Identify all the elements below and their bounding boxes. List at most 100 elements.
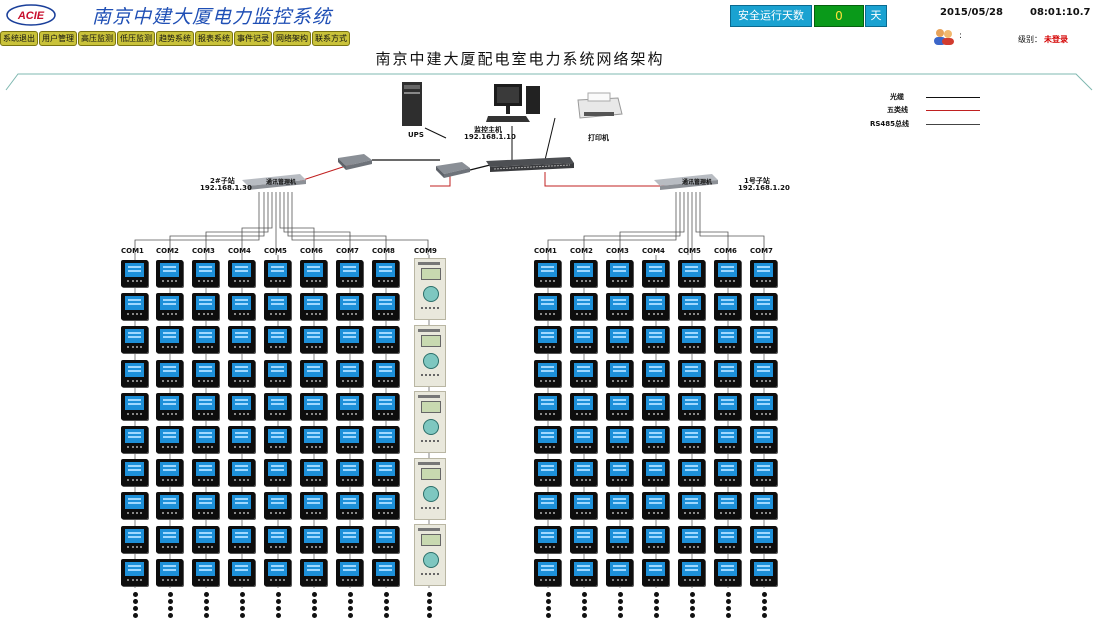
power-meter-icon[interactable] bbox=[570, 392, 597, 420]
power-meter-icon[interactable] bbox=[156, 359, 183, 387]
power-meter-icon[interactable] bbox=[570, 426, 597, 453]
power-meter-icon[interactable] bbox=[156, 459, 183, 487]
power-meter-icon[interactable] bbox=[678, 392, 705, 420]
power-meter-icon[interactable] bbox=[750, 359, 777, 387]
power-meter-icon[interactable] bbox=[192, 392, 219, 420]
power-meter-icon[interactable] bbox=[606, 359, 633, 387]
power-meter-icon[interactable] bbox=[534, 359, 561, 387]
power-meter-icon[interactable] bbox=[156, 525, 183, 553]
power-meter-icon[interactable] bbox=[264, 293, 291, 321]
power-meter-icon[interactable] bbox=[300, 492, 327, 520]
power-meter-icon[interactable] bbox=[300, 359, 327, 387]
power-meter-icon[interactable] bbox=[714, 260, 741, 287]
power-meter-icon[interactable] bbox=[121, 459, 148, 487]
power-meter-icon[interactable] bbox=[192, 558, 219, 586]
power-meter-icon[interactable] bbox=[300, 392, 327, 420]
protection-relay-icon[interactable] bbox=[414, 324, 446, 387]
power-meter-icon[interactable] bbox=[642, 293, 669, 321]
power-meter-icon[interactable] bbox=[642, 492, 669, 520]
power-meter-icon[interactable] bbox=[121, 492, 148, 520]
power-meter-icon[interactable] bbox=[336, 392, 363, 420]
power-meter-icon[interactable] bbox=[372, 359, 399, 387]
power-meter-icon[interactable] bbox=[228, 426, 255, 453]
power-meter-icon[interactable] bbox=[714, 293, 741, 321]
power-meter-icon[interactable] bbox=[714, 525, 741, 553]
power-meter-icon[interactable] bbox=[534, 525, 561, 553]
power-meter-icon[interactable] bbox=[714, 392, 741, 420]
power-meter-icon[interactable] bbox=[336, 492, 363, 520]
power-meter-icon[interactable] bbox=[192, 525, 219, 553]
power-meter-icon[interactable] bbox=[228, 293, 255, 321]
power-meter-icon[interactable] bbox=[642, 326, 669, 354]
power-meter-icon[interactable] bbox=[642, 558, 669, 586]
power-meter-icon[interactable] bbox=[264, 459, 291, 487]
power-meter-icon[interactable] bbox=[570, 326, 597, 354]
power-meter-icon[interactable] bbox=[264, 525, 291, 553]
power-meter-icon[interactable] bbox=[228, 492, 255, 520]
power-meter-icon[interactable] bbox=[714, 326, 741, 354]
power-meter-icon[interactable] bbox=[372, 426, 399, 453]
menu-exit[interactable]: 系统退出 bbox=[0, 31, 38, 46]
power-meter-icon[interactable] bbox=[336, 326, 363, 354]
power-meter-icon[interactable] bbox=[300, 326, 327, 354]
power-meter-icon[interactable] bbox=[156, 492, 183, 520]
power-meter-icon[interactable] bbox=[534, 392, 561, 420]
power-meter-icon[interactable] bbox=[156, 392, 183, 420]
power-meter-icon[interactable] bbox=[678, 558, 705, 586]
power-meter-icon[interactable] bbox=[570, 459, 597, 487]
power-meter-icon[interactable] bbox=[678, 260, 705, 287]
power-meter-icon[interactable] bbox=[264, 426, 291, 453]
menu-report[interactable]: 报表系统 bbox=[195, 31, 233, 46]
power-meter-icon[interactable] bbox=[570, 260, 597, 287]
menu-high-voltage[interactable]: 高压监测 bbox=[78, 31, 116, 46]
power-meter-icon[interactable] bbox=[642, 525, 669, 553]
power-meter-icon[interactable] bbox=[570, 293, 597, 321]
power-meter-icon[interactable] bbox=[121, 426, 148, 453]
power-meter-icon[interactable] bbox=[534, 558, 561, 586]
power-meter-icon[interactable] bbox=[300, 260, 327, 287]
power-meter-icon[interactable] bbox=[372, 558, 399, 586]
power-meter-icon[interactable] bbox=[121, 326, 148, 354]
power-meter-icon[interactable] bbox=[300, 293, 327, 321]
power-meter-icon[interactable] bbox=[372, 392, 399, 420]
power-meter-icon[interactable] bbox=[606, 525, 633, 553]
power-meter-icon[interactable] bbox=[570, 359, 597, 387]
power-meter-icon[interactable] bbox=[606, 326, 633, 354]
power-meter-icon[interactable] bbox=[372, 260, 399, 287]
power-meter-icon[interactable] bbox=[192, 492, 219, 520]
power-meter-icon[interactable] bbox=[678, 492, 705, 520]
power-meter-icon[interactable] bbox=[264, 326, 291, 354]
power-meter-icon[interactable] bbox=[750, 492, 777, 520]
power-meter-icon[interactable] bbox=[534, 260, 561, 287]
power-meter-icon[interactable] bbox=[606, 459, 633, 487]
power-meter-icon[interactable] bbox=[606, 260, 633, 287]
power-meter-icon[interactable] bbox=[678, 525, 705, 553]
power-meter-icon[interactable] bbox=[606, 293, 633, 321]
power-meter-icon[interactable] bbox=[714, 359, 741, 387]
power-meter-icon[interactable] bbox=[642, 260, 669, 287]
users-icon[interactable] bbox=[933, 28, 955, 45]
power-meter-icon[interactable] bbox=[606, 558, 633, 586]
power-meter-icon[interactable] bbox=[336, 359, 363, 387]
power-meter-icon[interactable] bbox=[192, 426, 219, 453]
power-meter-icon[interactable] bbox=[678, 426, 705, 453]
menu-network[interactable]: 网络架构 bbox=[273, 31, 311, 46]
power-meter-icon[interactable] bbox=[121, 260, 148, 287]
power-meter-icon[interactable] bbox=[336, 293, 363, 321]
power-meter-icon[interactable] bbox=[372, 293, 399, 321]
power-meter-icon[interactable] bbox=[570, 558, 597, 586]
power-meter-icon[interactable] bbox=[570, 492, 597, 520]
power-meter-icon[interactable] bbox=[264, 558, 291, 586]
power-meter-icon[interactable] bbox=[156, 426, 183, 453]
power-meter-icon[interactable] bbox=[714, 426, 741, 453]
power-meter-icon[interactable] bbox=[300, 459, 327, 487]
power-meter-icon[interactable] bbox=[264, 260, 291, 287]
power-meter-icon[interactable] bbox=[750, 392, 777, 420]
power-meter-icon[interactable] bbox=[570, 525, 597, 553]
power-meter-icon[interactable] bbox=[534, 293, 561, 321]
menu-contact[interactable]: 联系方式 bbox=[312, 31, 350, 46]
power-meter-icon[interactable] bbox=[228, 359, 255, 387]
power-meter-icon[interactable] bbox=[192, 326, 219, 354]
protection-relay-icon[interactable] bbox=[414, 457, 446, 520]
power-meter-icon[interactable] bbox=[534, 426, 561, 453]
